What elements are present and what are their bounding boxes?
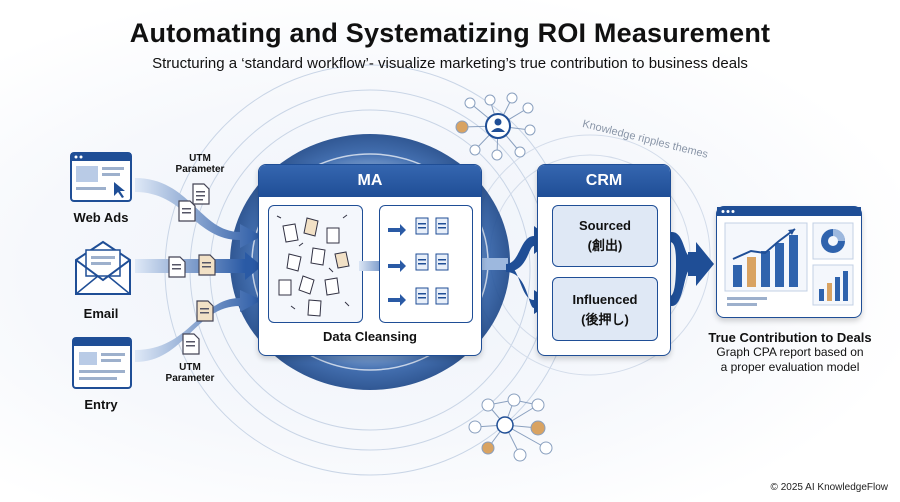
crm-box-influenced: Influenced (後押し) <box>552 277 658 341</box>
source-label-web-ads: Web Ads <box>73 210 129 225</box>
outcome-desc-line1: Graph CPA report based on <box>716 345 864 359</box>
outcome-title: True Contribution to Deals <box>708 330 872 345</box>
copyright-footer: © 2025 AI KnowledgeFlow <box>770 482 888 493</box>
page-subtitle: Structuring a ‘standard workflow’- visua… <box>152 55 748 72</box>
utm-label-top-text: UTM Parameter <box>175 153 225 175</box>
network-cluster-top <box>455 92 536 161</box>
sourced-label: Sourced <box>578 218 631 233</box>
source-label-email: Email <box>83 306 119 321</box>
document-icon <box>168 256 186 283</box>
clean-data-box <box>379 205 473 323</box>
crm-box-sourced: Sourced (創出) <box>552 205 658 267</box>
document-icon <box>198 254 216 281</box>
crm-panel: CRM Sourced (創出) Influenced (後押し) <box>537 164 671 356</box>
document-icon <box>182 333 200 360</box>
outcome-desc-line2: a proper evaluation model <box>720 360 860 374</box>
utm-parameter-label-top: UTM Parameter <box>165 153 235 175</box>
document-icon <box>178 200 196 227</box>
page-title: Automating and Systematizing ROI Measure… <box>129 18 771 48</box>
utm-label-bottom-text: UTM Parameter <box>165 362 215 384</box>
ma-panel-title: MA <box>259 165 481 197</box>
data-cleansing-label: Data Cleansing <box>323 329 417 344</box>
web-ads-icon <box>70 152 132 202</box>
document-icon <box>192 183 210 210</box>
report-dashboard-icon <box>716 206 862 318</box>
utm-parameter-label-bottom: UTM Parameter <box>155 362 225 384</box>
influenced-label: Influenced <box>572 292 638 307</box>
document-icon <box>196 300 214 327</box>
input-flows <box>135 178 262 362</box>
network-cluster-bottom <box>468 393 553 462</box>
influenced-label-jp: (後押し) <box>581 312 629 327</box>
crm-outcome-connector <box>655 232 714 306</box>
sourced-label-jp: (創出) <box>587 238 623 253</box>
source-label-entry: Entry <box>84 397 118 412</box>
crm-panel-title: CRM <box>538 165 670 197</box>
raw-data-box <box>268 205 363 323</box>
entry-form-icon <box>72 337 132 389</box>
ma-panel: MA <box>258 164 482 356</box>
email-icon <box>74 240 132 296</box>
